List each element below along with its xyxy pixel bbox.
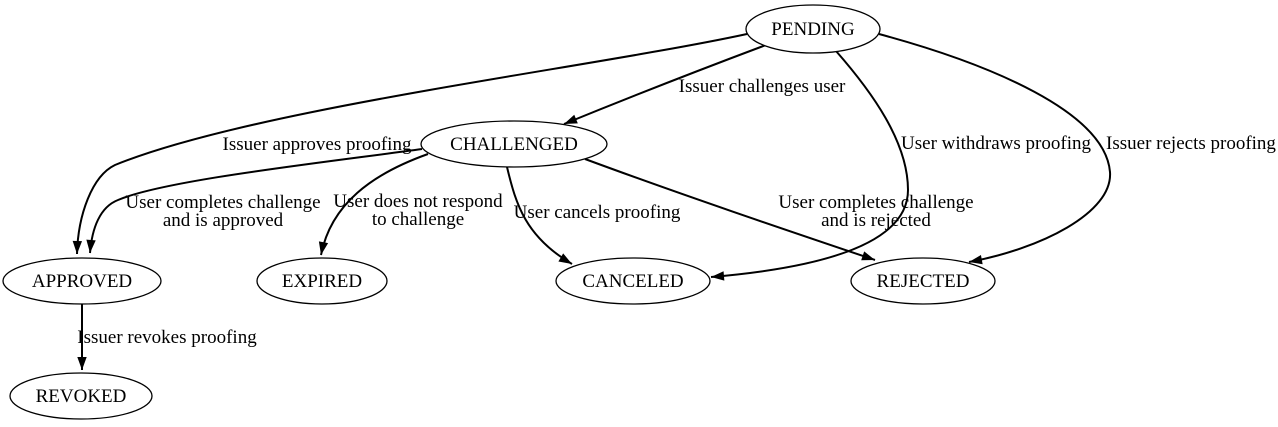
- edge-pending-approved: Issuer approves proofing: [72, 33, 748, 255]
- edge-pending-rejected: Issuer rejects proofing: [878, 33, 1276, 265]
- edge-pending-rejected-label: Issuer rejects proofing: [1106, 133, 1276, 154]
- node-approved: APPROVED: [2, 257, 162, 305]
- node-expired-ellipse: [256, 257, 388, 305]
- edge-challenged-canceled-path: [506, 166, 573, 265]
- edge-challenged-canceled-label: User cancels proofing: [514, 202, 681, 223]
- edge-challenged-expired: User does not respond to challenge: [318, 153, 503, 256]
- edge-pending-canceled-label: User withdraws proofing: [901, 133, 1091, 154]
- node-expired: EXPIRED: [256, 257, 388, 305]
- edge-pending-challenged-label: Issuer challenges user: [679, 76, 846, 97]
- node-expired-label: EXPIRED: [282, 271, 362, 292]
- node-challenged-label: CHALLENGED: [450, 134, 578, 155]
- edge-pending-challenged: Issuer challenges user: [563, 44, 846, 125]
- edge-pending-approved-path: [72, 33, 748, 255]
- edge-challenged-approved-path: [86, 148, 423, 254]
- edge-challenged-rejected-label-line1: User completes challenge: [778, 192, 973, 213]
- edge-challenged-expired-path: [318, 153, 429, 256]
- edge-challenged-rejected: User completes challenge and is rejected: [584, 158, 974, 261]
- edge-challenged-rejected-label-line2: and is rejected: [821, 210, 931, 231]
- edge-approved-revoked: Issuer revokes proofing: [77, 304, 257, 370]
- edge-challenged-expired-label-line2: to challenge: [372, 209, 464, 230]
- node-rejected-label: REJECTED: [877, 271, 970, 292]
- node-canceled: CANCELED: [555, 257, 711, 305]
- edge-challenged-rejected-path: [584, 158, 876, 261]
- node-canceled-label: CANCELED: [582, 271, 683, 292]
- node-canceled-ellipse: [555, 257, 711, 305]
- node-pending-ellipse: [745, 4, 881, 54]
- node-challenged: CHALLENGED: [420, 120, 608, 168]
- edge-pending-rejected-path: [878, 33, 1112, 265]
- node-pending-label: PENDING: [771, 19, 855, 40]
- node-revoked-label: REVOKED: [36, 386, 127, 407]
- edge-challenged-canceled: User cancels proofing: [506, 166, 681, 265]
- edge-pending-canceled-path: [710, 50, 910, 281]
- node-challenged-ellipse: [420, 120, 608, 168]
- edge-challenged-expired-label-line1: User does not respond: [333, 191, 503, 212]
- edge-challenged-approved-label-line2: and is approved: [163, 210, 284, 231]
- node-approved-label: APPROVED: [32, 271, 132, 292]
- edge-challenged-approved: User completes challenge and is approved: [86, 148, 423, 254]
- node-revoked: REVOKED: [9, 372, 153, 420]
- node-approved-ellipse: [2, 257, 162, 305]
- node-revoked-ellipse: [9, 372, 153, 420]
- edge-pending-challenged-path: [563, 44, 767, 125]
- edge-approved-revoked-label: Issuer revokes proofing: [77, 327, 257, 348]
- node-rejected: REJECTED: [850, 257, 996, 305]
- node-pending: PENDING: [745, 4, 881, 54]
- edge-pending-canceled: User withdraws proofing: [710, 50, 1091, 281]
- node-rejected-ellipse: [850, 257, 996, 305]
- edge-pending-approved-label: Issuer approves proofing: [223, 134, 412, 155]
- edge-challenged-approved-label-line1: User completes challenge: [125, 192, 320, 213]
